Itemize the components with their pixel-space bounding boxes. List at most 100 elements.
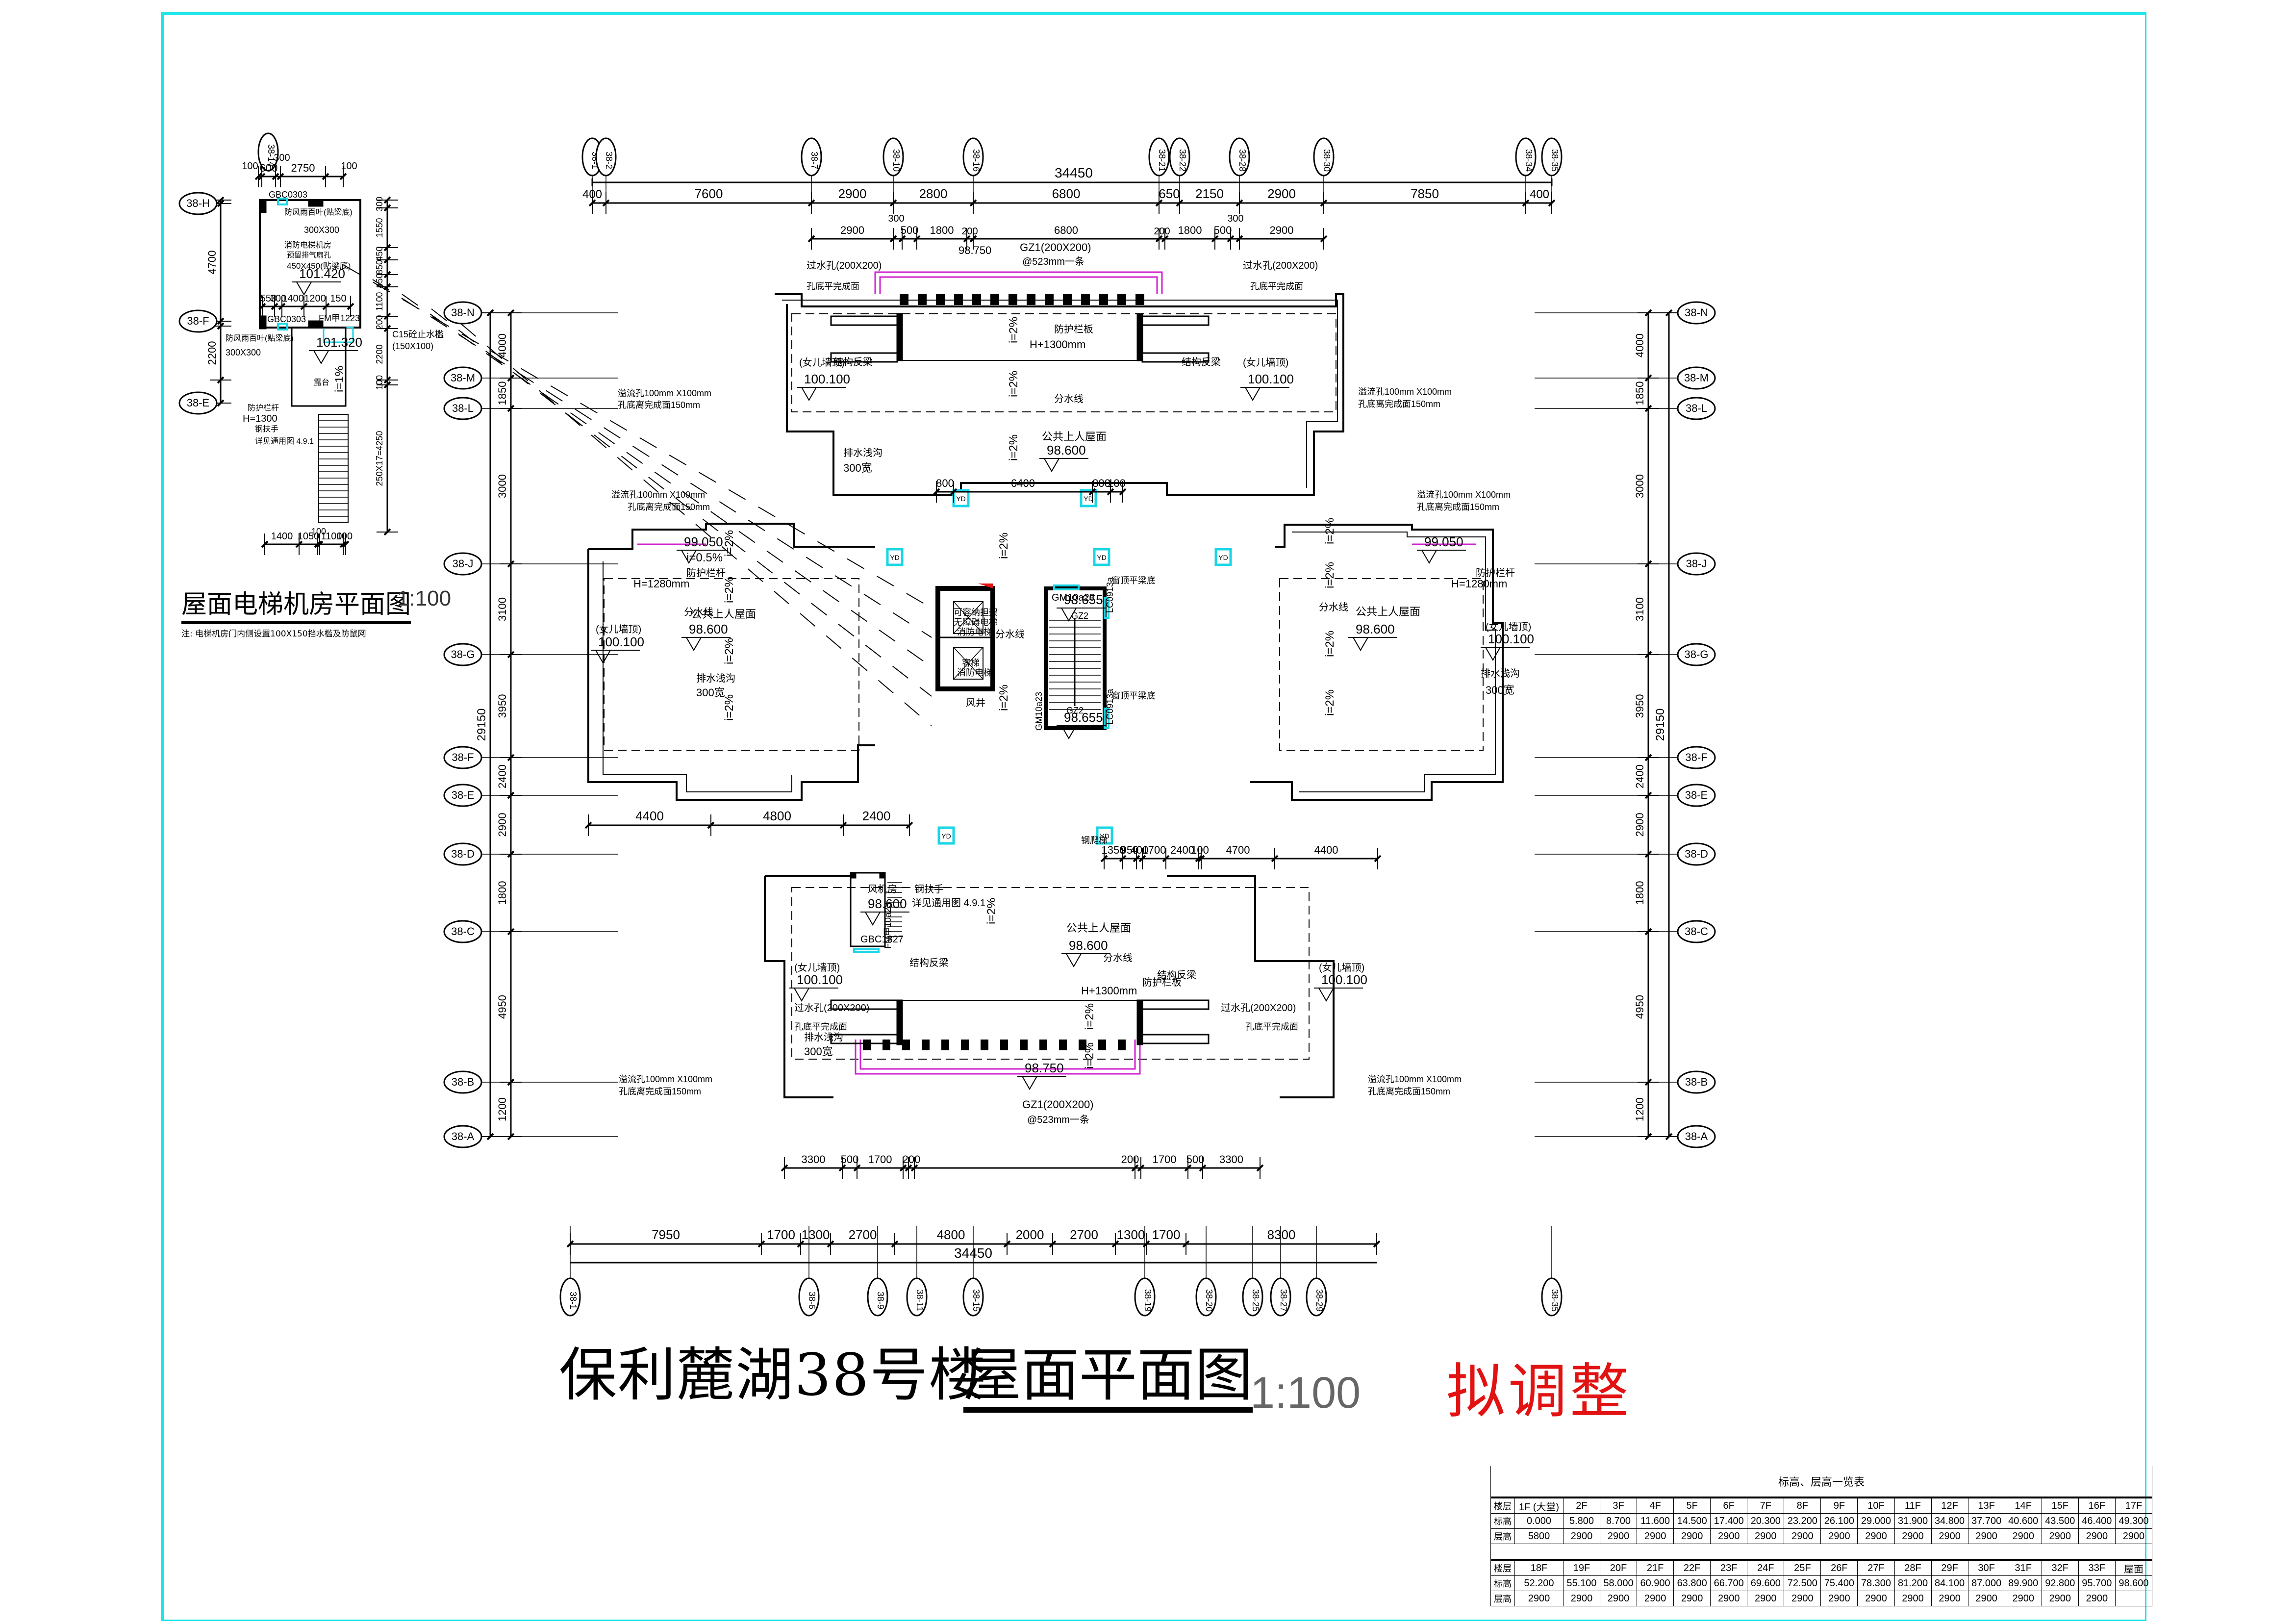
gutter-label: 排水浅沟 — [1481, 668, 1520, 679]
dimension-value: 200 — [961, 226, 978, 237]
axis-label: 38-L — [452, 402, 474, 414]
gutter-width: 300宽 — [696, 686, 725, 699]
inset-louver-size: 300X300 — [304, 225, 339, 235]
beam — [830, 1034, 898, 1044]
dimension-value: 450 — [375, 273, 384, 288]
table-cell: 43.500 — [2041, 1513, 2079, 1529]
dimension-tick — [383, 244, 391, 252]
dimension-tick — [838, 1164, 846, 1172]
parapet-level: 100.100 — [804, 372, 850, 386]
dimension-tick — [898, 235, 906, 243]
row-label: 层高 — [1490, 1528, 1515, 1544]
table-cell: 2900 — [1637, 1528, 1674, 1544]
table-cell: 92.800 — [2041, 1575, 2079, 1591]
dimension-tick — [486, 1133, 494, 1141]
dimension-tick — [507, 1078, 515, 1086]
slope-label: i=2% — [1323, 689, 1337, 716]
overflow-height: 孔底离完成面150mm — [618, 400, 700, 410]
axis-label: 38-16 — [971, 149, 981, 172]
beam — [1141, 352, 1210, 363]
guard-post — [1000, 1040, 1008, 1050]
axis-bubble-left — [443, 397, 482, 420]
dimension-value: 2900 — [1270, 224, 1294, 236]
door-label: GM10a23 — [1034, 692, 1044, 731]
top-wing-inner — [782, 300, 1338, 488]
roof-level: 98.600 — [689, 622, 728, 636]
axis-label: 38-14 — [266, 144, 276, 167]
left-wing-inner — [603, 561, 792, 792]
yd-label: YD — [1100, 832, 1109, 840]
door-gm — [1053, 584, 1080, 590]
guard-post — [1059, 1040, 1067, 1050]
dimension-tick — [969, 199, 977, 207]
gz1-label: GZ1(200X200) — [1020, 241, 1091, 254]
dimension-value: 4000 — [1634, 333, 1646, 357]
dimension-tick — [507, 754, 515, 761]
right-wing-gutter — [1279, 578, 1484, 751]
shaft-label: 风井 — [966, 697, 985, 709]
table-cell: 2900 — [1637, 1591, 1674, 1606]
axis-label: 38-C — [451, 925, 475, 938]
dimension-value: 3000 — [496, 474, 508, 498]
column — [259, 199, 267, 213]
table-cell: 2900 — [1894, 1528, 1932, 1544]
dimension-tick — [383, 196, 391, 204]
dimension-value: 500 — [841, 1153, 859, 1166]
window-gbc — [853, 948, 880, 953]
dimension-tick — [1197, 855, 1205, 863]
column — [850, 872, 857, 879]
table-cell: 66.700 — [1710, 1575, 1748, 1591]
axis-bubble-left — [443, 1070, 482, 1094]
guard-panel-label: 防护栏板 — [1054, 324, 1093, 335]
level-triangle — [1245, 387, 1261, 402]
level-triangle — [595, 650, 611, 664]
axis-label: 38-F — [187, 315, 209, 327]
level-triangle — [686, 637, 702, 652]
axis-label: 38-1 — [568, 1292, 578, 1309]
dimension-tick — [383, 325, 391, 332]
elevator-car — [953, 601, 984, 634]
table-cell: 2900 — [1673, 1528, 1711, 1544]
inset-window-top — [277, 198, 288, 205]
axis-bubble-right — [1677, 746, 1716, 769]
table-cell: 40.600 — [2004, 1513, 2042, 1529]
parapet-label: (女儿墙顶) — [799, 357, 845, 368]
parapet-label: (女儿墙顶) — [794, 962, 840, 973]
gutter-label: 排水浅沟 — [843, 447, 883, 458]
axis-bubble-left — [443, 643, 482, 666]
table-cell: 2900 — [2004, 1591, 2042, 1606]
dimension-tick — [899, 1164, 907, 1172]
table-cell: 2900 — [1599, 1591, 1638, 1606]
dimension-tick — [1320, 235, 1328, 243]
dimension-value: 4700 — [206, 251, 218, 275]
dimension-tick — [963, 235, 971, 243]
dimension-tick — [507, 928, 515, 936]
dimension-tick — [258, 173, 266, 180]
bottom-wing-outline — [764, 876, 833, 1098]
slope-label: i=2% — [985, 898, 998, 924]
table-cell: 26.100 — [1820, 1513, 1858, 1529]
yd-label: YD — [1097, 554, 1106, 561]
table-cell: 5800 — [1514, 1528, 1564, 1544]
axis-bubble-left — [443, 920, 482, 943]
dimension-tick — [1119, 488, 1127, 496]
guard-panel-height: H+1300mm — [1030, 338, 1085, 351]
dimension-tick — [1184, 1164, 1192, 1172]
table-cell: 2900 — [1857, 1591, 1895, 1606]
dimension-value: 800 — [936, 477, 954, 489]
door-label: GM10a23 — [1052, 592, 1095, 603]
axis-label: 38-34 — [1524, 149, 1534, 172]
table-cell: 20.300 — [1747, 1513, 1785, 1529]
inset-terrace-label: 露台 — [314, 378, 329, 387]
axis-label: 38-G — [1685, 648, 1709, 660]
parapet-level: 100.100 — [598, 634, 644, 649]
dimension-tick — [295, 540, 303, 548]
railing-label: 防护栏杆 — [1476, 567, 1515, 579]
axis-label: 38-29 — [1314, 1289, 1324, 1312]
axis-bubble-top — [1313, 137, 1335, 177]
gutter-label: 排水浅沟 — [696, 673, 735, 684]
slope-label: i=2% — [723, 530, 736, 557]
dimension-tick — [757, 1240, 765, 1248]
guard-post — [1027, 294, 1035, 305]
